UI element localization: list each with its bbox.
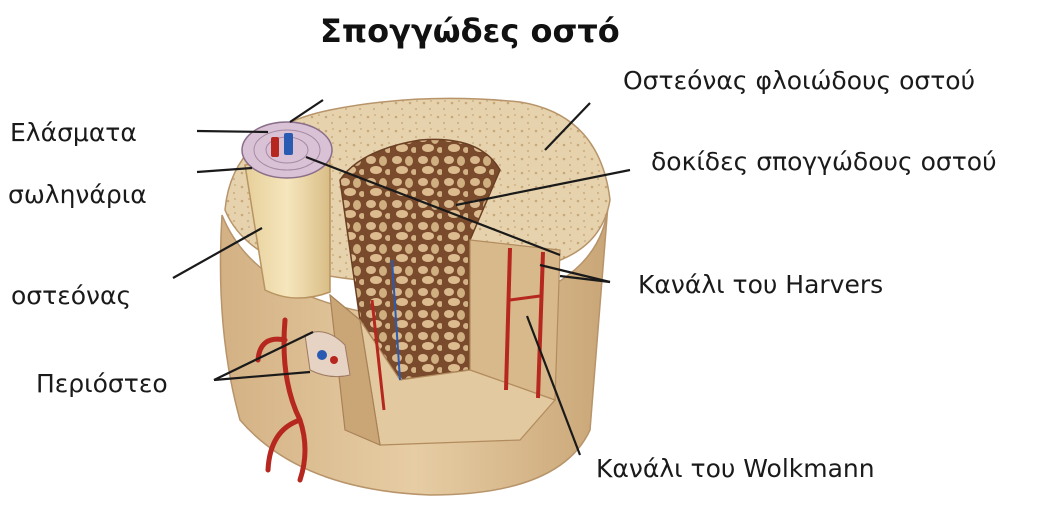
label-lamellae: Ελάσματα	[10, 120, 137, 145]
label-canaliculi: σωληνάρια	[8, 182, 147, 207]
label-trabeculae: δοκίδες σπογγώδους οστού	[651, 149, 997, 174]
label-volkmann-canal: Κανάλι του Wolkmann	[596, 456, 875, 481]
label-cortical-osteon: Οστεόνας φλοιώδους οστού	[623, 68, 975, 93]
osteon-artery	[271, 137, 279, 157]
label-osteon: οστεόνας	[11, 283, 131, 308]
label-haversian-canal: Κανάλι του Harvers	[638, 272, 883, 297]
osteon-vein	[284, 133, 293, 155]
diagram-title: Σπογγώδες οστό	[320, 12, 620, 50]
label-periosteum: Περιόστεο	[36, 371, 168, 396]
